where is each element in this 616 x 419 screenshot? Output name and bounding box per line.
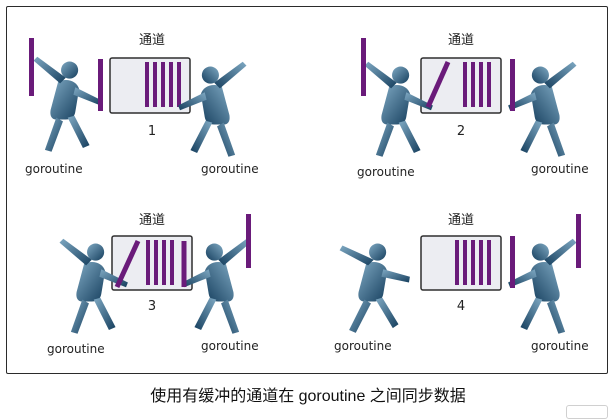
goroutine-label: goroutine [357,165,415,179]
step-number: 2 [457,124,465,139]
goroutine-label: goroutine [531,162,589,176]
step-number: 4 [457,299,465,314]
value-bar [169,62,173,107]
panel-1: 通道 1 goroutine goroutine [25,33,259,176]
person-gesturing-icon [339,243,410,333]
held-value-bar [510,236,515,288]
value-bar [161,62,165,107]
channel-label: 通道 [139,33,165,48]
figure-caption: 使用有缓冲的通道在 goroutine 之间同步数据 [150,388,466,405]
held-value-bar [576,214,581,268]
value-bar [145,62,149,107]
held-value-bar [510,59,515,111]
inserting-value-bar [425,60,451,109]
person-gesturing-icon [33,56,102,152]
value-bar [463,62,467,107]
channel-label: 通道 [448,33,474,48]
corner-artifact [566,405,608,419]
goroutine-label: goroutine [201,162,259,176]
value-bar [455,240,459,285]
value-bar [479,240,483,285]
value-bar [170,240,174,285]
held-value-bar [98,59,103,111]
panel-4: 通道 4 goroutine goroutine [334,213,589,353]
sender-goroutine [33,56,102,152]
channel-values [455,240,491,285]
goroutine-label: goroutine [47,342,105,356]
held-value-bar [29,38,34,96]
goroutine-label: goroutine [531,339,589,353]
value-bar [146,240,150,285]
goroutine-label: goroutine [25,162,83,176]
person-gesturing-icon [508,238,577,334]
value-bar [487,240,491,285]
value-bar [154,240,158,285]
receiver-goroutine [508,61,577,157]
channel-label: 通道 [139,213,165,228]
value-bar [463,240,467,285]
value-bar [487,62,491,107]
person-gesturing-icon [508,61,577,157]
channel-values [145,62,181,107]
held-value-bar [361,38,366,96]
channel-values [146,240,174,285]
goroutine-label: goroutine [334,339,392,353]
channel-label: 通道 [448,213,474,228]
receiver-goroutine [508,238,577,334]
panel-3: 通道 3 goroutine goroutine [47,213,259,356]
value-bar [153,62,157,107]
inserting-value-bar [114,239,141,289]
step-number: 1 [148,124,156,139]
held-value-bar [246,214,251,268]
value-bar [479,62,483,107]
panel-2: 通道 2 goroutine goroutine [357,33,589,179]
value-bar [471,240,475,285]
value-bar [471,62,475,107]
step-number: 3 [148,299,156,314]
channel-values [463,62,491,107]
goroutine-label: goroutine [201,339,259,353]
sender-goroutine [339,243,410,333]
value-bar [162,240,166,285]
value-bar [177,62,181,107]
